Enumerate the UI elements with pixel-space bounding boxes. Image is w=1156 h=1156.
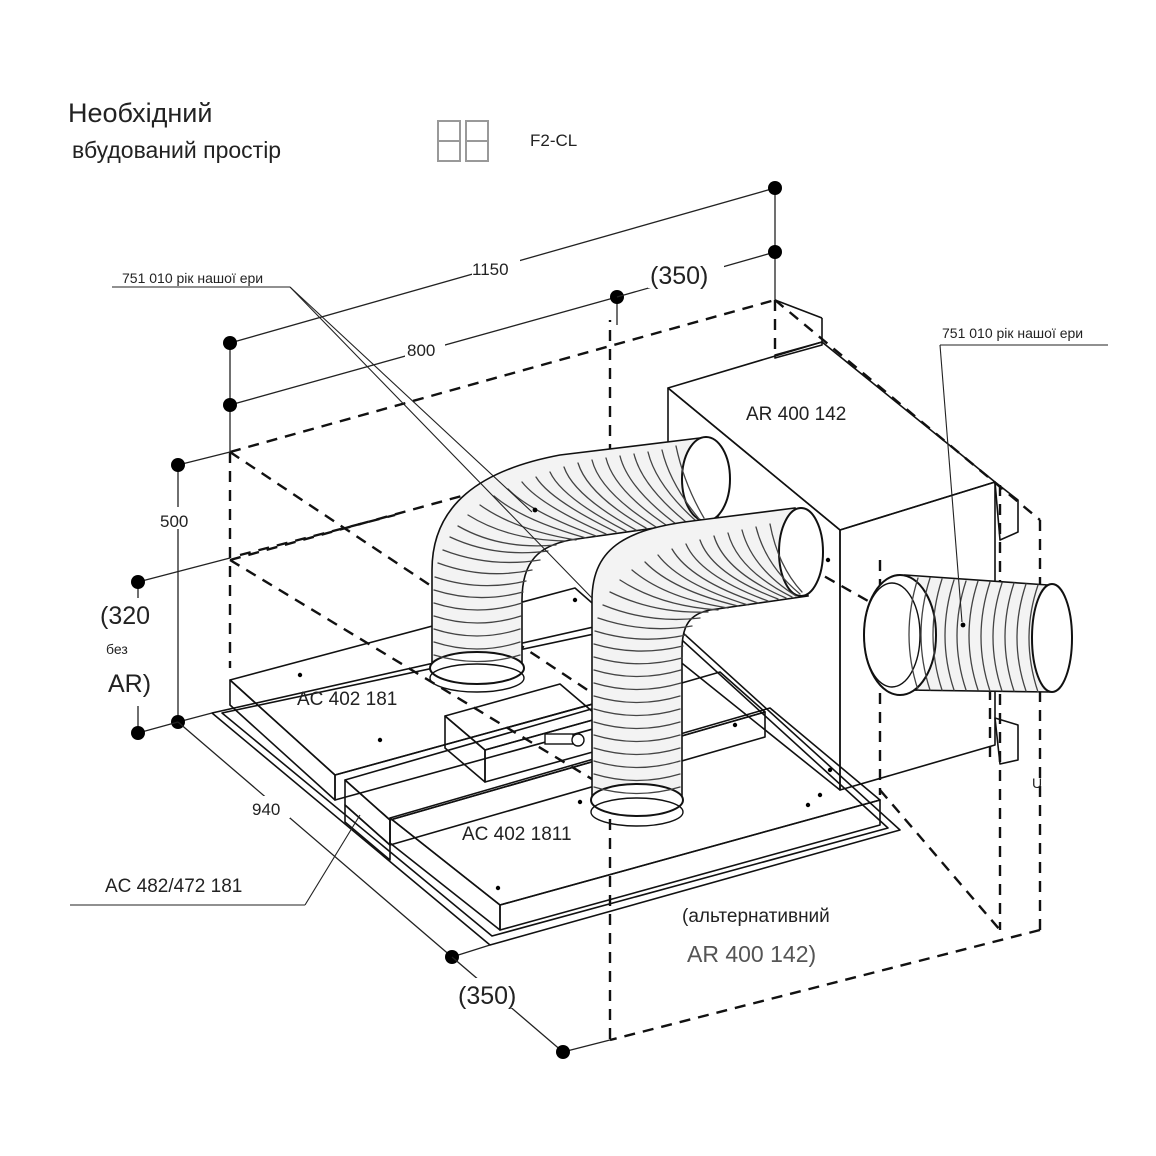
dimension-height-no-ar-value: (320 bbox=[100, 602, 150, 630]
module-right-label: AC 402 1811 bbox=[462, 824, 572, 845]
flexible-hose-left bbox=[429, 436, 731, 693]
ceiling-plate bbox=[211, 611, 901, 946]
dimension-front-depth bbox=[177, 721, 491, 964]
double-rectangle-icon bbox=[437, 120, 489, 162]
title-line-1: Необхідний bbox=[68, 98, 212, 128]
dimension-offset-top-label: (350) bbox=[650, 262, 708, 290]
dimension-offset-bottom-label: (350) bbox=[458, 982, 516, 1010]
model-label: F2-CL bbox=[530, 131, 577, 150]
dimension-front-depth-label: 940 bbox=[252, 800, 280, 819]
dimension-height-no-ar-unit: AR) bbox=[108, 670, 151, 698]
alternative-label-2: AR 400 142) bbox=[687, 941, 816, 967]
dimension-height-no-ar-word: без bbox=[106, 641, 128, 657]
dimension-width bbox=[223, 181, 782, 452]
flexible-hose-front bbox=[577, 507, 824, 827]
dimension-height-label: 500 bbox=[160, 512, 188, 531]
hose-leader-right bbox=[939, 344, 1108, 623]
alternative-label-1: (альтернативний bbox=[682, 906, 830, 927]
corner-mark: U bbox=[1032, 775, 1042, 791]
blower-box-label: AR 400 142 bbox=[746, 404, 846, 425]
hose-label-right: 751 010 рік нашої ери bbox=[942, 325, 1083, 341]
title-line-2: вбудований простір bbox=[72, 137, 281, 163]
strip-leader bbox=[70, 814, 361, 906]
hose-label-left: 751 010 рік нашої ери bbox=[122, 270, 263, 286]
dimension-height bbox=[171, 451, 231, 729]
installation-envelope bbox=[228, 298, 1042, 1042]
dimension-depth-inner-label: 800 bbox=[407, 341, 435, 360]
center-strip-label: AC 482/472 181 bbox=[105, 876, 242, 897]
dimension-width-label: 1150 bbox=[472, 260, 509, 279]
flexible-hose-exhaust bbox=[863, 574, 1073, 696]
hose-leader-left bbox=[112, 286, 593, 599]
module-left-label: AC 402 181 bbox=[297, 689, 397, 710]
